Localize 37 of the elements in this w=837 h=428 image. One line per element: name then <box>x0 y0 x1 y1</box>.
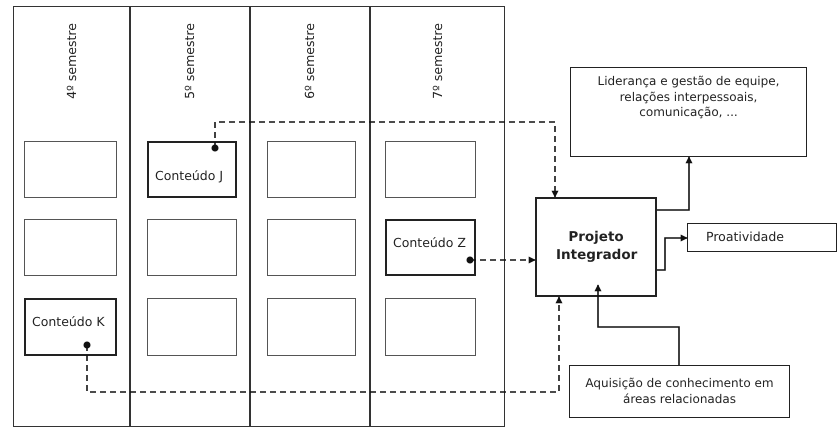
box-label: Liderança e gestão de equipe, relações interpessoais, comunicação, ... <box>596 74 780 121</box>
semester-column <box>130 6 250 427</box>
empty-content-box <box>267 219 356 276</box>
arrow <box>657 156 692 211</box>
empty-content-box <box>24 141 117 198</box>
semester-heading: 6º semestre <box>302 23 318 99</box>
outcome-box <box>570 67 807 157</box>
semester-column <box>370 6 505 427</box>
outcome-box <box>687 223 837 252</box>
dashed-arrow <box>84 296 562 393</box>
box-label: Proatividade <box>706 229 784 246</box>
semester-heading: 7º semestre <box>429 23 446 99</box>
arrow <box>594 284 680 365</box>
empty-content-box <box>267 298 356 356</box>
semester-column <box>250 6 370 427</box>
dashed-arrow <box>466 256 536 264</box>
project-box <box>535 197 657 297</box>
semester-column <box>13 6 130 427</box>
content-box <box>385 219 476 276</box>
box-label: Conteúdo J <box>155 168 224 185</box>
empty-content-box <box>385 141 476 198</box>
semester-heading: 4º semestre <box>63 23 80 99</box>
outcome-box <box>569 365 790 418</box>
empty-content-box <box>147 219 237 276</box>
content-box <box>24 298 117 356</box>
semester-heading: 5º semestre <box>182 23 198 99</box>
empty-content-box <box>267 141 356 198</box>
empty-content-box <box>385 298 476 356</box>
dashed-arrow <box>212 121 558 198</box>
content-box <box>147 141 237 198</box>
box-label: Aquisição de conhecimento em áreas relacionadas <box>584 376 775 408</box>
empty-content-box <box>147 298 237 356</box>
box-label: Conteúdo Z <box>393 235 466 252</box>
project-title: Projeto Integrador <box>556 229 636 265</box>
arrow <box>657 234 688 271</box>
empty-content-box <box>24 219 117 276</box>
box-label: Conteúdo K <box>32 314 105 330</box>
